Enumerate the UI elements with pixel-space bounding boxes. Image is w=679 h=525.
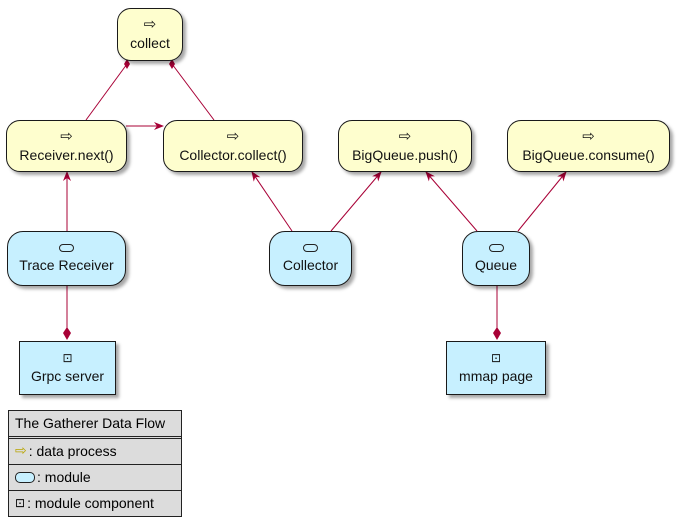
legend-row-module-component: ⊡ : module component bbox=[9, 491, 181, 516]
legend-label-data-process: : data process bbox=[28, 443, 117, 459]
arrow-icon: ⇨ bbox=[582, 126, 595, 145]
component-label-grpc-server: Grpc server bbox=[30, 367, 105, 384]
component-node-grpc-server[interactable]: ⊡ Grpc server bbox=[19, 341, 116, 395]
process-node-collect[interactable]: ⇨ collect bbox=[117, 8, 183, 61]
legend-label-module-component: : module component bbox=[27, 495, 154, 511]
process-label-collector-collect: Collector.collect() bbox=[179, 146, 287, 163]
component-icon: ⊡ bbox=[62, 350, 73, 365]
module-icon bbox=[59, 243, 74, 252]
arrow-icon: ⇨ bbox=[398, 126, 412, 145]
component-label-mmap-page: mmap page bbox=[459, 367, 533, 384]
edge-queue-to-bigqueue-push bbox=[425, 171, 478, 232]
diamond-collect-collector bbox=[169, 59, 175, 69]
legend: The Gatherer Data Flow ⇨ : data process … bbox=[8, 410, 182, 517]
process-label-receiver-next: Receiver.next() bbox=[19, 146, 114, 163]
process-label-collect: collect bbox=[130, 35, 170, 51]
arrow-icon: ⇨ bbox=[60, 126, 73, 145]
diamond-mmap-page bbox=[493, 327, 501, 340]
component-icon: ⊡ bbox=[15, 496, 26, 510]
process-label-bigqueue-push: BigQueue.push() bbox=[352, 146, 458, 163]
edge-collector-to-bigqueue-push bbox=[330, 171, 382, 232]
module-label-queue: Queue bbox=[474, 256, 518, 273]
legend-row-data-process: ⇨ : data process bbox=[9, 439, 181, 465]
process-node-collector-collect[interactable]: ⇨ Collector.collect() bbox=[163, 120, 303, 172]
module-node-collector[interactable]: Collector bbox=[269, 231, 352, 286]
diamond-grpc-server bbox=[63, 327, 71, 340]
process-node-bigqueue-consume[interactable]: ⇨ BigQueue.consume() bbox=[507, 120, 670, 172]
arrow-icon: ⇨ bbox=[226, 126, 240, 145]
diamond-collect-receiver bbox=[124, 59, 130, 69]
arrow-icon: ⇨ bbox=[143, 15, 157, 33]
edge-collector-to-collector-collect bbox=[251, 171, 293, 232]
module-label-trace-receiver: Trace Receiver bbox=[19, 256, 114, 273]
edge-queue-to-bigqueue-consume bbox=[517, 171, 567, 232]
module-node-queue[interactable]: Queue bbox=[462, 231, 530, 286]
legend-row-module: : module bbox=[9, 465, 181, 491]
process-node-receiver-next[interactable]: ⇨ Receiver.next() bbox=[6, 120, 127, 172]
edge-collect-collector-collect bbox=[171, 63, 215, 121]
component-node-mmap-page[interactable]: ⊡ mmap page bbox=[446, 341, 546, 395]
arrow-icon: ⇨ bbox=[15, 443, 27, 459]
edge-collect-receiver-next bbox=[85, 63, 128, 121]
module-node-trace-receiver[interactable]: Trace Receiver bbox=[7, 231, 126, 286]
process-label-bigqueue-consume: BigQueue.consume() bbox=[522, 146, 655, 163]
module-icon bbox=[303, 243, 318, 252]
component-icon: ⊡ bbox=[490, 350, 502, 365]
legend-title: The Gatherer Data Flow bbox=[9, 411, 181, 439]
module-icon bbox=[488, 243, 504, 252]
module-label-collector: Collector bbox=[282, 256, 339, 273]
process-node-bigqueue-push[interactable]: ⇨ BigQueue.push() bbox=[338, 120, 472, 172]
legend-label-module: : module bbox=[37, 469, 91, 485]
module-icon bbox=[15, 472, 35, 483]
